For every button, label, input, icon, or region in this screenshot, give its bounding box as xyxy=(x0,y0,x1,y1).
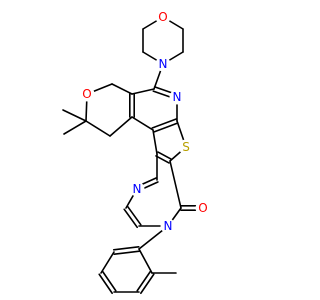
atom-label-n-pyridine: N xyxy=(173,90,182,104)
atom-label-o-carbonyl: O xyxy=(198,201,207,215)
bond-q3-q4-a xyxy=(123,208,139,229)
bond-a3-a4-a xyxy=(98,273,113,295)
bond-a1-a2-a xyxy=(112,246,140,251)
bond-a5-a6-b xyxy=(136,270,151,292)
bond-q6-tC1 xyxy=(169,160,182,209)
atom-label-n-pyrimidine-1: N xyxy=(133,182,142,196)
bond-a3-a4-b xyxy=(102,270,117,292)
molecule-structure-diagram: O N O N S N N O xyxy=(62,9,211,295)
bond-yC3-p5 xyxy=(109,116,133,137)
atom-background-n-pyrimidine-1 xyxy=(129,181,145,197)
atom-label-o-morpholine: O xyxy=(158,10,167,24)
bond-tC1-tC2-b xyxy=(155,155,170,164)
bond-a5-a6-a xyxy=(140,273,155,295)
bond-a1-a2-b xyxy=(113,250,141,255)
molecule-canvas: O N O N S N N O xyxy=(62,9,211,295)
atom-label-layer: O N O N S N N O xyxy=(79,9,211,234)
atom-label-s-thiophene: S xyxy=(182,140,190,154)
atom-label-o-pyran: O xyxy=(82,87,91,101)
atom-background-n-pyridine xyxy=(169,89,185,105)
atom-label-n-morpholine: N xyxy=(159,57,168,71)
bond-a6-a1 xyxy=(138,248,153,274)
atom-background-n-morpholine xyxy=(155,56,171,72)
bond-tC1-tC2-a xyxy=(157,151,172,160)
bond-a2-a3 xyxy=(100,251,115,274)
bond-yC2-yC3 xyxy=(85,120,111,137)
atom-background-o-pyran xyxy=(79,86,95,102)
atom-background-n-pyrimidine-2 xyxy=(160,218,176,234)
bond-tC2-p4 xyxy=(152,129,158,155)
bond-layer xyxy=(62,16,204,295)
bond-p3-p4-b xyxy=(152,122,179,133)
bond-p6-yC1 xyxy=(111,83,133,95)
bond-yC2-me2 xyxy=(63,120,87,135)
bond-p3-p4-a xyxy=(151,118,178,129)
bond-p6-p1 xyxy=(131,88,155,95)
bond-p4-p5 xyxy=(131,116,154,131)
atom-background-o-carbonyl xyxy=(195,200,211,216)
atom-background-o-morpholine xyxy=(155,9,171,25)
atom-background-s-thiophene xyxy=(178,139,194,155)
bond-yC2-me1 xyxy=(62,109,87,122)
bond-q3-q4-b xyxy=(126,205,142,226)
atom-label-n-pyrimidine-2: N xyxy=(164,219,173,233)
